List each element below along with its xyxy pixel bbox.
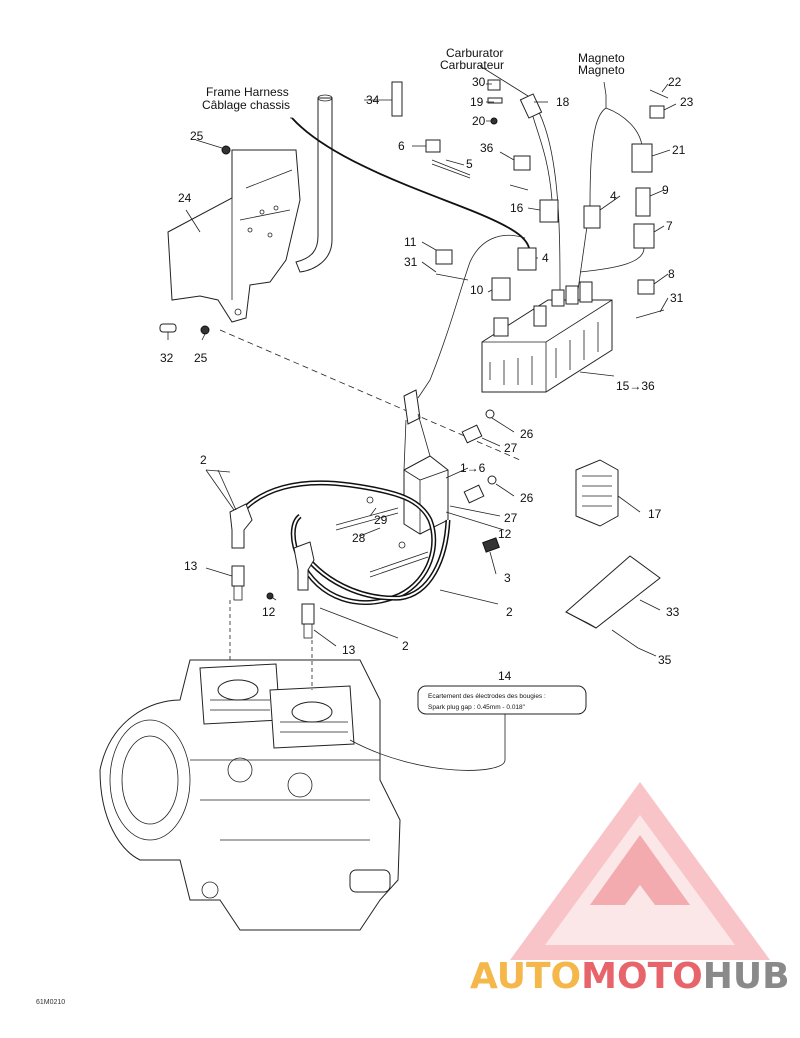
callout-24: 24 <box>178 191 192 205</box>
note-line-1: Ecartement des électrodes des bougies : <box>428 693 546 700</box>
label-carburator-en: Carburator <box>446 46 503 60</box>
label-frame-harness-en: Frame Harness <box>206 85 289 99</box>
callout-9: 9 <box>662 183 669 197</box>
callout-28: 28 <box>352 531 366 545</box>
frame-bracket-24 <box>167 149 301 323</box>
carburator-harness <box>491 93 561 301</box>
callout-36: 36 <box>480 141 494 155</box>
watermark-auto: AUTO <box>470 956 581 997</box>
callout-7: 7 <box>666 219 673 233</box>
label-frame-harness-fr: Câblage chassis <box>202 98 290 112</box>
watermark-moto: MOTO <box>581 956 703 997</box>
shield-33 <box>565 555 661 649</box>
automotohub-logo <box>510 782 770 960</box>
callout-16: 16 <box>510 201 524 215</box>
callout-26-top: 26 <box>520 427 534 441</box>
ignition-module-box <box>481 281 613 393</box>
callout-25-top: 25 <box>190 129 204 143</box>
callout-27-top: 27 <box>504 441 518 455</box>
callout-6: 6 <box>398 139 405 153</box>
spark-plug-caps <box>229 503 500 591</box>
callout-15-36: 15→36 <box>616 379 655 393</box>
callout-10: 10 <box>470 283 484 297</box>
callout-3: 3 <box>504 571 511 585</box>
magneto-harness <box>577 95 655 291</box>
spark-plugs <box>231 565 315 639</box>
callout-13-right: 13 <box>342 643 356 657</box>
note-line-2: Spark plug gap : 0.45mm - 0.018" <box>428 704 526 711</box>
callout-29: 29 <box>374 513 388 527</box>
frame-tube <box>295 97 333 273</box>
mounting-bolts <box>335 496 429 578</box>
callout-2-bottom: 2 <box>402 639 409 653</box>
callout-numbers: 30 19 20 18 34 22 23 25 6 36 5 21 24 4 9… <box>160 75 694 683</box>
callout-13-left: 13 <box>184 559 198 573</box>
callout-30: 30 <box>472 75 486 89</box>
engine-block <box>99 600 401 931</box>
watermark-hub: HUB <box>703 956 790 997</box>
figure-reference: 61M0210 <box>36 999 65 1006</box>
callout-21: 21 <box>672 143 686 157</box>
callout-19: 19 <box>470 95 484 109</box>
callout-22: 22 <box>668 75 682 89</box>
callout-14: 14 <box>498 669 512 683</box>
clip-17 <box>575 459 619 527</box>
callout-2-right: 2 <box>506 605 513 619</box>
frame-harness-wire <box>291 117 531 256</box>
callout-33: 33 <box>666 605 680 619</box>
assembly-guide-line <box>219 329 521 461</box>
callout-31-left: 31 <box>404 255 418 269</box>
small-parts <box>159 79 669 335</box>
callout-8: 8 <box>668 267 675 281</box>
callout-25-bottom: 25 <box>194 351 208 365</box>
leader-lines <box>167 65 677 657</box>
callout-35: 35 <box>658 653 672 667</box>
callout-4-right: 4 <box>610 189 617 203</box>
watermark-text: AUTOMOTOHUB <box>470 956 790 997</box>
ignition-coil <box>403 389 497 535</box>
callout-4-left: 4 <box>542 251 549 265</box>
callout-27-bottom: 27 <box>504 511 518 525</box>
callout-18: 18 <box>556 95 570 109</box>
callout-5: 5 <box>466 157 473 171</box>
callout-1-6: 1→6 <box>460 461 486 475</box>
spark-plug-gap-note: Ecartement des électrodes des bougies : … <box>349 685 587 771</box>
callout-20: 20 <box>472 114 486 128</box>
callout-31-right: 31 <box>670 291 684 305</box>
label-carburator-fr: Carburateur <box>440 58 504 72</box>
callout-32: 32 <box>160 351 174 365</box>
callout-2-top: 2 <box>200 453 207 467</box>
label-magneto-fr: Magneto <box>578 63 625 77</box>
callout-23: 23 <box>680 95 694 109</box>
callout-34: 34 <box>366 93 380 107</box>
callout-26-bottom: 26 <box>520 491 534 505</box>
callout-12-right: 12 <box>498 527 512 541</box>
callout-17: 17 <box>648 507 662 521</box>
label-magneto-en: Magneto <box>578 51 625 65</box>
callout-12-left: 12 <box>262 605 276 619</box>
callout-11: 11 <box>404 235 417 249</box>
